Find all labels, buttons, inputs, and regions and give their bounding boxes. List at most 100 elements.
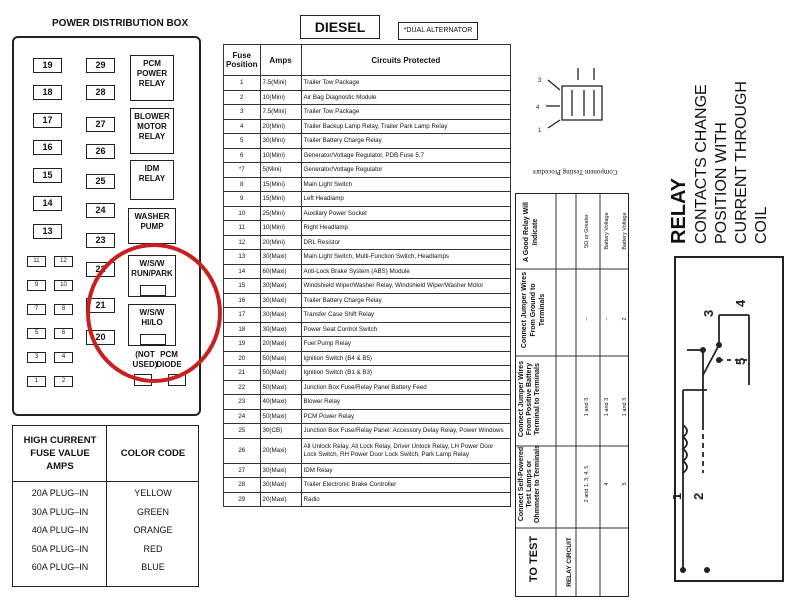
circuit-cell: Blower Relay [300,394,512,410]
blower-motor-relay: BLOWER MOTOR RELAY [130,108,174,154]
fuse-position-cell: 21 [223,365,261,381]
amps-cell: 20(Mini) [259,234,302,250]
amps-cell: 15(Mini) [259,176,302,192]
color-value: RED [143,543,163,554]
circuit-cell: Junction Box Fuse/Relay Panel Battery Fe… [300,379,512,395]
fuse-position-cell: 24 [223,408,261,424]
color-code-header: COLOR CODE [120,448,186,459]
circuit-cell: Anti-Lock Brake System (ABS) Module [300,263,512,279]
terminal-5: 5 [733,358,748,365]
fuse-slot: 29 [86,58,115,73]
fuse-slot: 16 [33,140,62,155]
divider [13,481,198,482]
fuse-position-cell: 28 [223,477,261,493]
fuse-position-cell: *7 [223,162,261,178]
circuit-cell: Left Headlamp [300,191,512,207]
washer-pump-label: WASHER PUMP [134,212,170,231]
svg-text:1: 1 [538,128,542,134]
fuse-slot: 23 [86,233,115,248]
fuse-position-cell: 9 [223,191,261,207]
fuse-slot: 25 [86,174,115,189]
header-jumper-positive: Connect Jumper Wires From Positive Batte… [518,360,541,438]
amps-cell: 7.5(Mini) [259,75,302,91]
fuse-position-cell: 8 [223,176,261,192]
mini-fuse-slot: 6 [54,328,73,339]
circuit-cell: Main Light Switch [300,176,512,192]
amps-cell: 20(Maxi) [259,336,302,352]
fuse-position-cell: 3 [223,104,261,120]
amps-cell: 10(Mini) [259,147,302,163]
circuit-cell: Fuel Pump Relay [300,336,512,352]
fuse-position-cell: 6 [223,147,261,163]
fuse-position-cell: 2 [223,89,261,105]
fuse-position-cell: 23 [223,394,261,410]
amps-cell: 20(Maxi) [259,437,302,464]
test-value: 1 and 3 [584,397,590,417]
amps-cell: 20(Maxi) [259,491,302,507]
mini-fuse-slot: 10 [54,280,73,291]
mini-fuse-slot: 7 [27,304,46,315]
circuit-cell: IDM Relay [300,462,512,478]
diesel-title-box: DIESEL [300,15,380,39]
color-value: YELLOW [134,488,172,498]
col-amps: Amps [259,44,302,76]
test-value: – [584,317,590,321]
fuse-slot: 24 [86,203,115,218]
fuse-slot: 14 [33,196,62,211]
circuit-cell: Auxiliary Power Socket [300,205,512,221]
fuse-position-cell: 19 [223,336,261,352]
amps-cell: 25(Mini) [259,205,302,221]
circuit-cell: DRL Resistor [300,234,512,250]
fuse-slot: 18 [33,85,62,100]
idm-relay: IDM RELAY [130,160,174,200]
terminal-4: 4 [733,299,748,307]
fuse-value: 30A PLUG–IN [31,506,89,517]
mini-fuse-slot: 5 [27,328,46,339]
fuse-position-cell: 5 [223,133,261,149]
mini-fuse-slot: 9 [27,280,46,291]
idm-relay-label: IDM RELAY [138,164,166,183]
relay-schematic: 1 2 3 4 5 [673,256,784,582]
mini-fuse-slot: 3 [27,352,46,363]
mini-fuse-slot: 11 [27,256,46,267]
fuse-position-cell: 12 [223,234,261,250]
test-table-grid [516,194,628,596]
fuse-value: 50A PLUG–IN [31,543,89,554]
amps-cell: 30(Maxi) [259,462,302,478]
circuit-cell: Trailer Battery Charge Relay [300,133,512,149]
fuse-position-cell: 22 [223,379,261,395]
amps-cell: 10(Mini) [259,220,302,236]
fuse-slot: 27 [86,117,115,132]
circuit-cell: Trailer Tow Package [300,104,512,120]
blower-motor-relay-label: BLOWER MOTOR RELAY [134,112,170,141]
fuse-value: 40A PLUG–IN [31,525,89,535]
color-value: GREEN [136,506,169,517]
svg-text:3: 3 [538,78,542,84]
circuit-cell: Right Headlamp [300,220,512,236]
power-box-title: POWER DISTRIBUTION BOX [52,18,189,29]
circuit-cell: Power Seat Control Switch [300,321,512,337]
relay-heading: RELAY [668,178,690,244]
terminal-1: 1 [673,493,684,500]
fuse-position-cell: 1 [223,75,261,91]
component-test-table: A Good Relay Will Indicate Connect Jumpe… [515,193,629,597]
